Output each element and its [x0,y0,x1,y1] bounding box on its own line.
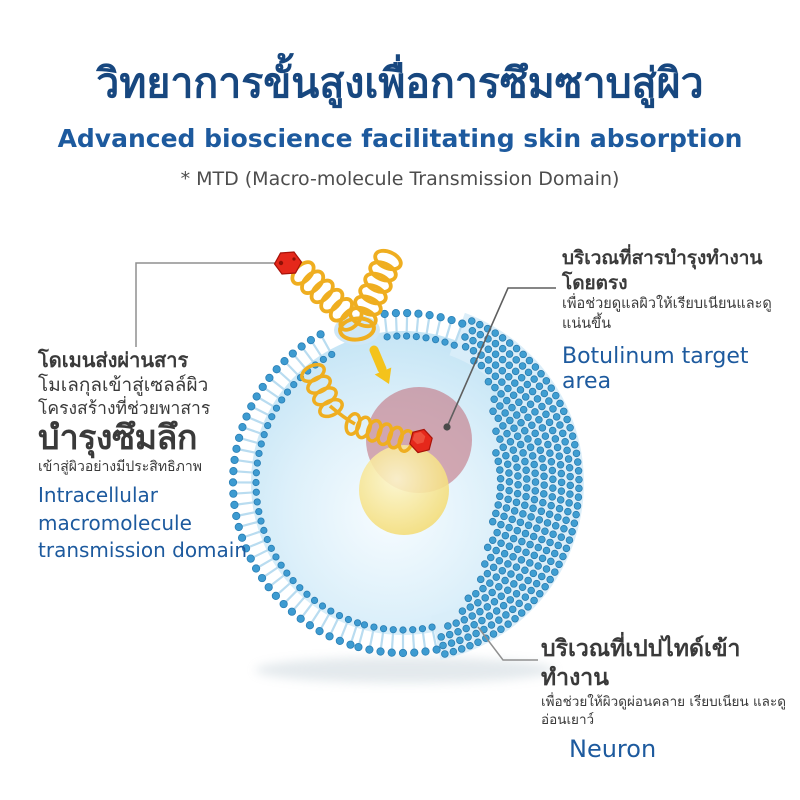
mtd-thai-line2: โมเลกุลเข้าสู่เซลล์ผิว [38,374,209,396]
mtd-thai-line3: โครงสร้างที่ช่วยพาสาร [38,398,211,419]
leader-line-botulinum [443,287,556,431]
mtd-english-line1: Intracellular [38,483,159,508]
neuron-english-label: Neuron [569,734,657,763]
mtd-hexagons [273,251,433,454]
mtd-thai-line5: เข้าสู่ผิวอย่างมีประสิทธิภาพ [38,458,202,475]
neuron-circle [359,445,449,535]
neuron-thai-line2: เพื่อช่วยให้ผิวดูผ่อนคลาย เรียบเนียน และ… [541,693,786,728]
page-title: วิทยาการขั้นสูงเพื่อการซึมซาบสู่ผิว [96,59,704,107]
neuron-label-block: บริเวณที่เปปไทด์เข้าทำงาน เพื่อช่วยให้ผิ… [541,635,796,763]
cell-membrane-dense-dots [437,317,583,658]
botulinum-thai-line2: เพื่อช่วยดูแลผิวให้เรียบเนียนและดูแน่นขึ… [562,296,772,332]
mtd-label-block: โดเมนส่งผ่านสาร โมเลกุลเข้าสู่เซลล์ผิว โ… [38,348,253,565]
mtd-thai-headline: บำรุงซึมลึก [38,418,197,459]
mtd-english-line3: transmission domain [38,538,248,563]
page-subtitle: Advanced bioscience facilitating skin ab… [57,124,743,153]
leader-line-neuron [477,626,538,661]
absorption-down-arrow-icon [369,345,392,384]
peptide-springs [290,248,415,453]
leader-line-mtd [135,262,284,347]
cell-membrane-bilayer [228,308,467,658]
neuron-thai-line1: บริเวณที่เปปไทด์เข้าทำงาน [541,636,741,691]
botulinum-thai-line1: บริเวณที่สารบำรุงทำงานโดยตรง [562,247,763,294]
botulinum-english-label: Botulinum target area [562,343,749,394]
mtd-footnote: * MTD (Macro-molecule Transmission Domai… [180,168,620,190]
cell-shadow [255,657,555,683]
mtd-thai-line1: โดเมนส่งผ่านสาร [38,348,189,372]
entry-white-arrow-icon [350,309,361,321]
botulinum-label-block: บริเวณที่สารบำรุงทำงานโดยตรง เพื่อช่วยดู… [562,246,792,394]
mtd-english-line2: macromolecule [38,510,192,535]
